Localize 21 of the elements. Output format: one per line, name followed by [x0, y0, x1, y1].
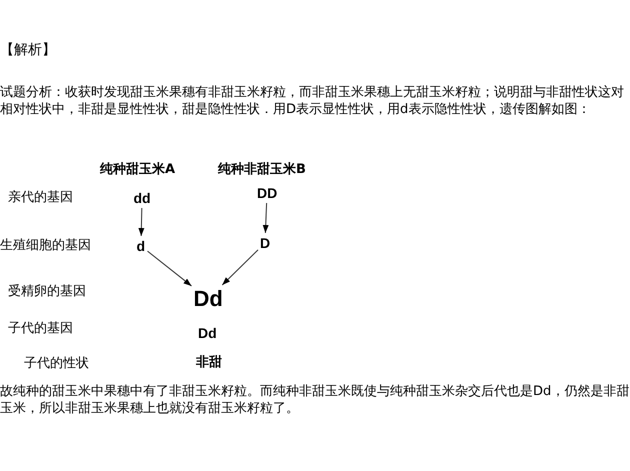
- heading: 【解析】: [0, 42, 56, 58]
- arrow: [222, 249, 258, 286]
- row-label: 生殖细胞的基因: [0, 238, 91, 254]
- genotype-text: dd: [134, 190, 151, 206]
- phenotype-text: 非甜: [196, 355, 222, 371]
- row-label: 子代的基因: [8, 321, 73, 337]
- row-label: 亲代的基因: [8, 190, 73, 206]
- genotype-text: Dd: [198, 325, 217, 341]
- column-heading: 纯种非甜玉米B: [218, 162, 306, 178]
- genotype-text: Dd: [194, 287, 223, 311]
- genotype-text: d: [136, 238, 146, 254]
- arrow: [138, 208, 144, 236]
- arrow: [262, 202, 269, 234]
- row-label: 子代的性状: [24, 356, 89, 372]
- paragraph: 试题分析：收获时发现甜玉米果穗有非甜玉米籽粒，而非甜玉米果穗上无甜玉米籽粒；说明甜与非甜性状这对相对性状中，非甜是显性性状，甜是隐性性状．用D表示显性性状，用d表示隐性性状，遗传图解如图：: [0, 84, 625, 118]
- arrow: [147, 250, 192, 286]
- paragraph: 故纯种的甜玉米中果穗中有了非甜玉米籽粒。而纯种非甜玉米既使与纯种甜玉米杂交后代也是Dd，仍然是非甜玉米，所以非甜玉米果穗上也就没有甜玉米籽粒了。: [0, 383, 630, 417]
- column-heading: 纯种甜玉米A: [100, 162, 176, 178]
- row-label: 受精卵的基因: [8, 284, 86, 300]
- genotype-text: DD: [257, 185, 278, 201]
- genotype-text: D: [260, 235, 270, 251]
